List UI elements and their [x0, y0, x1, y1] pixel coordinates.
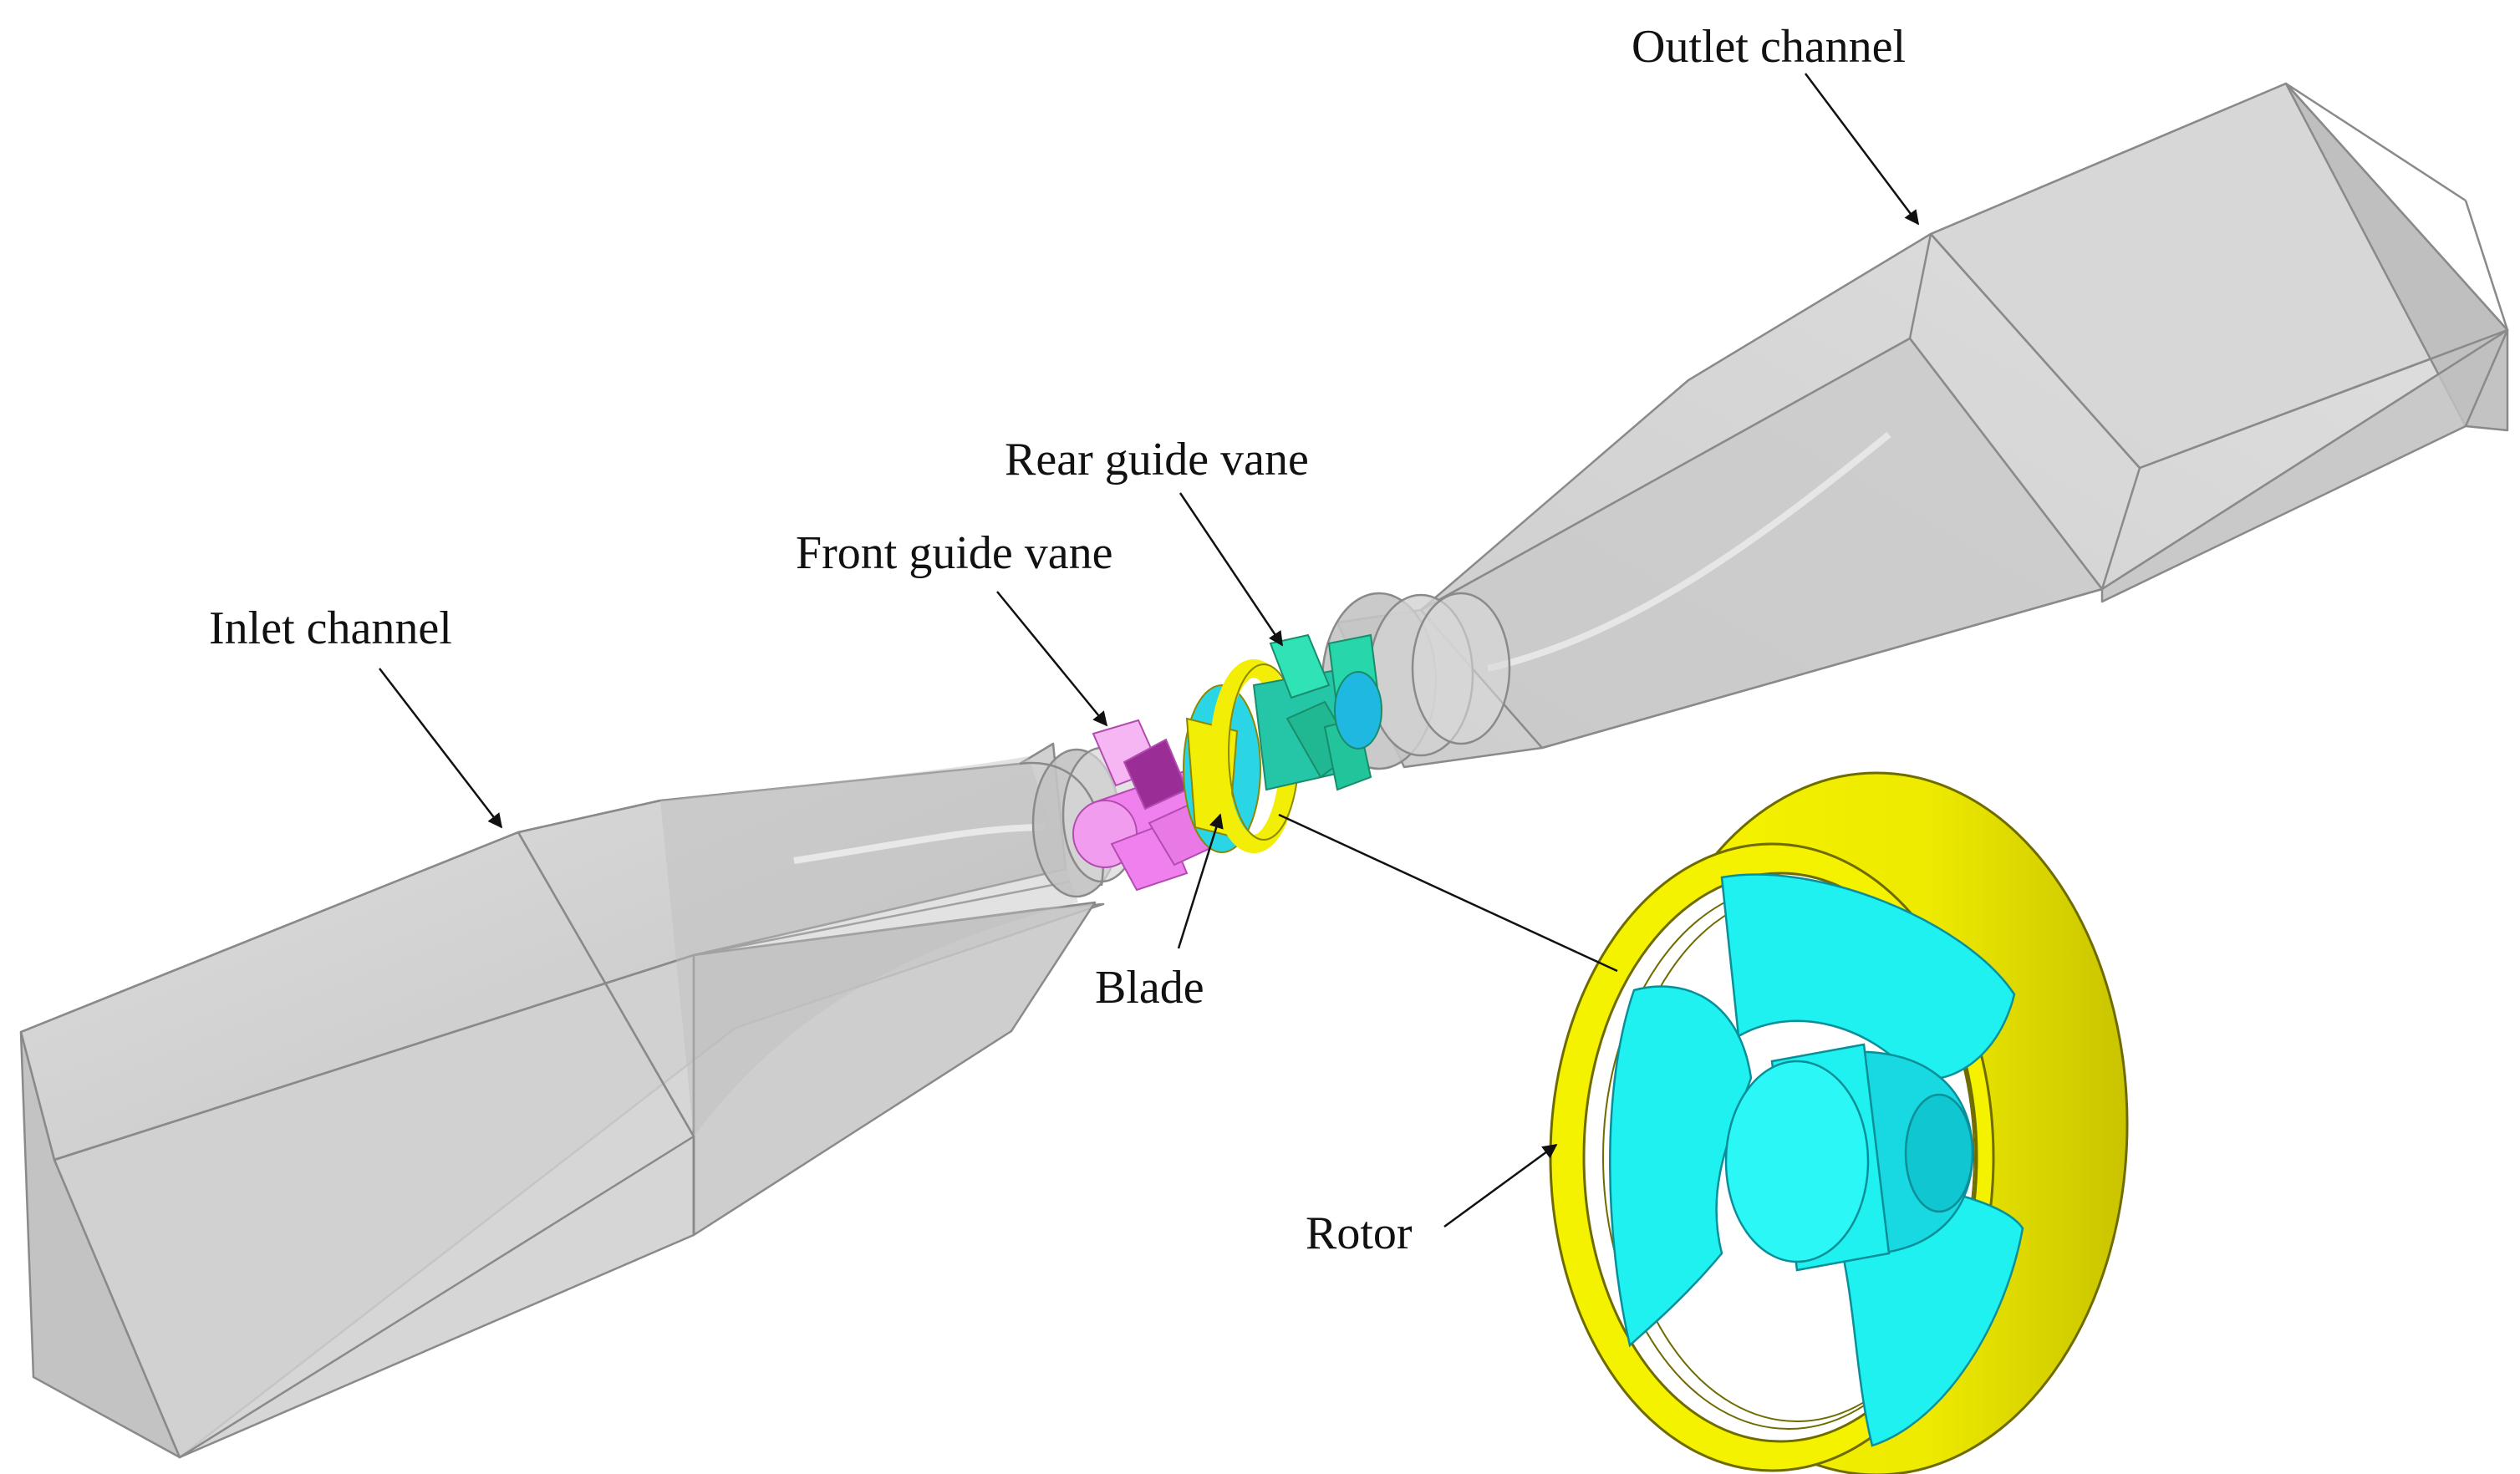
inlet-channel	[19, 742, 1142, 1459]
front-guide-vane-label: Front guide vane	[796, 527, 1112, 579]
rotor-label: Rotor	[1306, 1207, 1413, 1259]
outlet-channel-label: Outlet channel	[1632, 21, 1906, 73]
blade-label: Blade	[1095, 962, 1204, 1014]
rotor-hub	[1724, 1043, 1974, 1272]
rear-guide-vane-leader	[1179, 492, 1284, 647]
rear-guide-vane	[1252, 633, 1382, 791]
rotor-detail-leader	[1278, 813, 1618, 973]
inlet-channel-leader	[379, 668, 503, 829]
rotor-leader	[1443, 1143, 1558, 1228]
outlet-channel-leader	[1805, 73, 1920, 226]
rear-guide-vane-label: Rear guide vane	[1005, 434, 1309, 485]
labels: Outlet channel Rear guide vane Front gui…	[209, 21, 1906, 1259]
outlet-channel	[1321, 82, 2509, 770]
rotor-detail	[1549, 771, 2129, 1474]
blade-leader	[1177, 813, 1224, 949]
front-guide-vane-leader	[996, 591, 1108, 727]
inlet-channel-label: Inlet channel	[209, 602, 452, 654]
blade-assembly	[1183, 659, 1300, 853]
leader-lines	[379, 73, 1920, 1228]
